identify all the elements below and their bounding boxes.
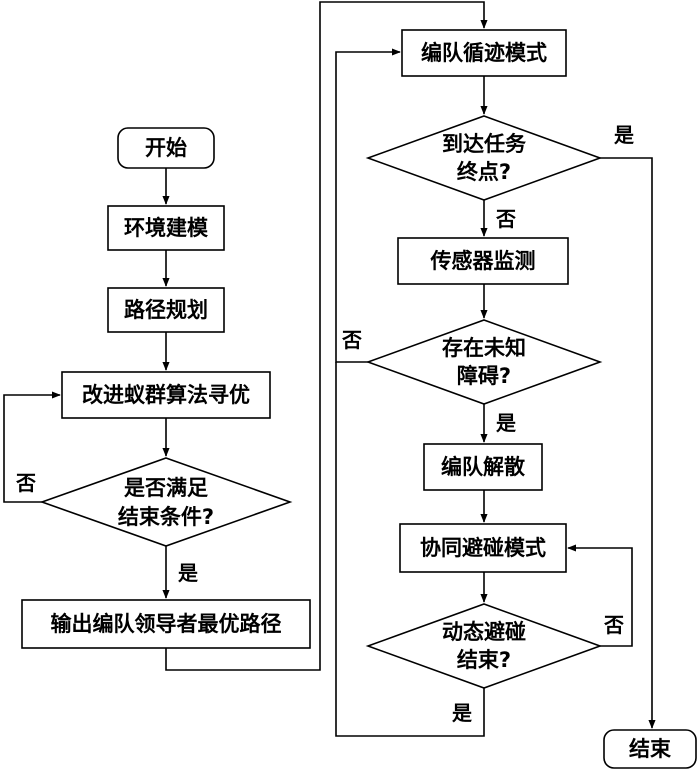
formation-follow-box xyxy=(401,29,567,77)
end-label: 结束 xyxy=(629,737,672,761)
edge-cond3-no-loop xyxy=(335,48,401,363)
sensor-monitoring-box xyxy=(397,237,569,285)
edge-cond1-no-loop xyxy=(3,391,61,503)
edge-cond4-no-loop xyxy=(567,544,633,647)
edge-label-cond1-yes: 是 xyxy=(177,561,198,585)
env-modeling-label: 环境建模 xyxy=(124,216,209,240)
aco-optimization-label: 改进蚁群算法寻优 xyxy=(82,383,250,407)
env-modeling-box xyxy=(107,205,225,251)
decision-avoidance-done xyxy=(365,603,603,689)
formation-disband-label: 编队解散 xyxy=(441,455,525,479)
sensor-monitoring-label: 传感器监测 xyxy=(430,249,536,273)
edge-label-cond1-no: 否 xyxy=(15,471,36,495)
edge-label-cond3-yes: 是 xyxy=(495,411,516,435)
edge-label-cond2-no: 否 xyxy=(495,207,516,231)
decision-unknown-obstacle xyxy=(365,319,603,405)
decision-end-condition xyxy=(39,457,293,547)
decision-avoidance-done-line2: 结束? xyxy=(457,648,511,672)
decision-unknown-obstacle-line2: 障碍? xyxy=(457,364,511,388)
decision-reach-goal xyxy=(365,115,603,201)
collision-avoidance-label: 协同避碰模式 xyxy=(420,536,546,560)
decision-end-condition-line2: 结束条件? xyxy=(118,505,214,529)
formation-disband-box xyxy=(423,443,543,491)
edge-output-to-follow xyxy=(165,1,488,671)
formation-follow-label: 编队循迹模式 xyxy=(421,41,547,65)
decision-reach-goal-line2: 终点? xyxy=(457,160,511,184)
decision-unknown-obstacle-line1: 存在未知 xyxy=(442,336,526,360)
edge-cond2-yes-to-end xyxy=(600,157,656,729)
decision-reach-goal-line1: 到达任务 xyxy=(442,132,527,156)
decision-end-condition-line1: 是否满足 xyxy=(124,476,208,500)
edge-label-cond3-no: 否 xyxy=(341,328,362,352)
output-leader-path-label: 输出编队领导者最优路径 xyxy=(51,612,282,636)
start-label: 开始 xyxy=(145,136,187,160)
decision-avoidance-done-line1: 动态避碰 xyxy=(442,620,526,644)
aco-optimization-box xyxy=(61,371,271,419)
end-node xyxy=(603,729,697,769)
collision-avoidance-box xyxy=(399,523,567,573)
edge-cond4-yes-loop xyxy=(335,362,485,737)
edge-label-cond4-yes: 是 xyxy=(451,701,472,725)
edge-label-cond2-yes: 是 xyxy=(613,123,634,147)
path-planning-label: 路径规划 xyxy=(124,298,208,322)
edge-label-cond4-no: 否 xyxy=(603,613,624,637)
